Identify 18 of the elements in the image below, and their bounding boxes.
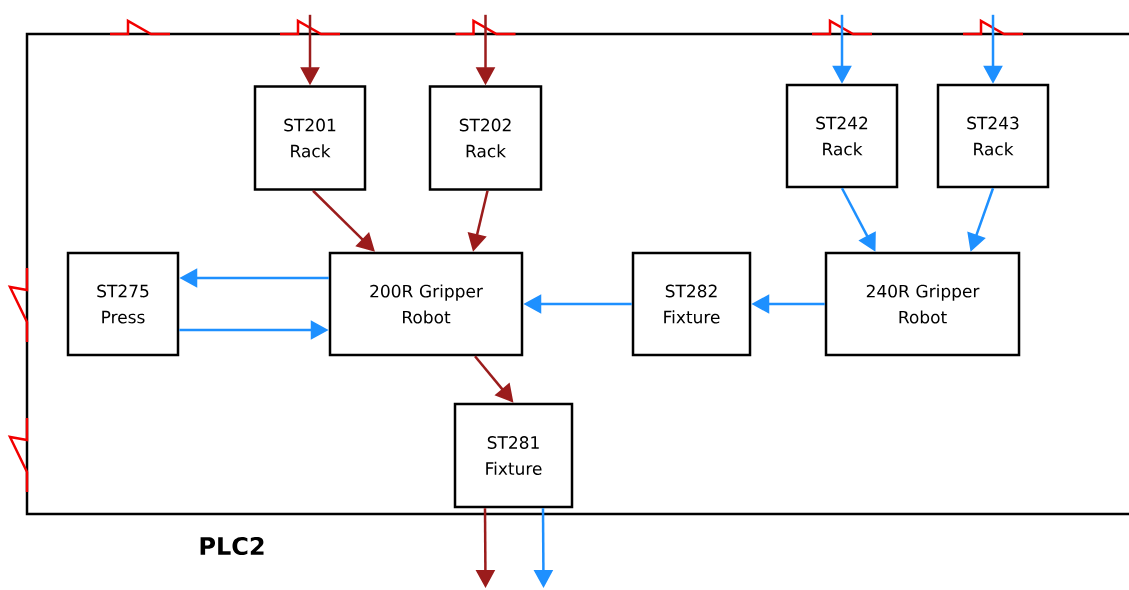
switch-symbol bbox=[7, 268, 29, 342]
station-box: ST201 Rack bbox=[253, 85, 367, 191]
switch-symbol bbox=[455, 18, 516, 36]
arrow bbox=[312, 189, 375, 252]
station-box: ST275 Press bbox=[66, 251, 180, 357]
station-box: ST202 Rack bbox=[428, 85, 543, 191]
switch-symbol bbox=[812, 18, 872, 36]
station-box: ST281 Fixture bbox=[453, 402, 574, 509]
switch-symbol bbox=[280, 18, 340, 36]
station-box: ST243 Rack bbox=[936, 83, 1050, 189]
station-box: ST282 Fixture bbox=[631, 251, 752, 357]
station-box: 200R Gripper Robot bbox=[328, 251, 524, 357]
frame-label: PLC2 bbox=[200, 536, 264, 556]
switch-symbol bbox=[7, 418, 29, 492]
station-box: ST242 Rack bbox=[785, 83, 899, 189]
station-box: 240R Gripper Robot bbox=[824, 251, 1021, 357]
switch-symbol bbox=[963, 18, 1023, 36]
switch-symbol bbox=[110, 18, 170, 36]
